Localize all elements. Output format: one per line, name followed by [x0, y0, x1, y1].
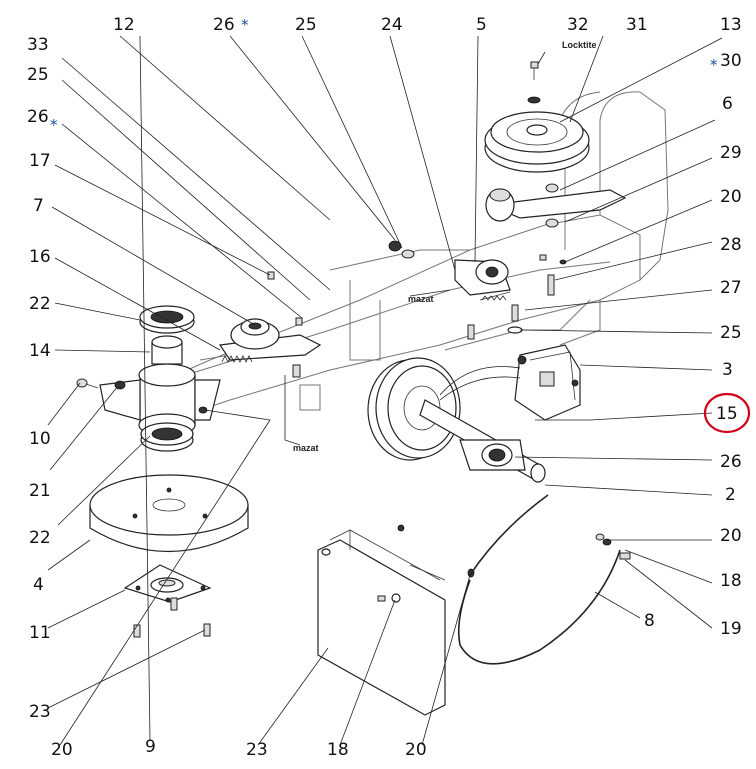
callout-15: 15 — [716, 404, 738, 424]
tensioner-5 — [454, 259, 511, 301]
flange-11 — [123, 564, 212, 603]
bolt-10 — [76, 378, 208, 414]
asterisk-26-left: * — [50, 116, 58, 134]
callout-labels: 12 26 * 25 24 5 32 Locktite 31 13 33 * 3… — [27, 15, 751, 760]
spindle-housing-14 — [99, 363, 221, 437]
small-parts-20-28-27 — [467, 254, 567, 340]
callout-30: 30 — [720, 51, 742, 71]
asterisk-26-top: * — [241, 16, 249, 34]
cover-plate-9 — [317, 524, 475, 716]
callout-31: 31 — [626, 15, 648, 35]
idler-arm-16 — [218, 271, 322, 378]
callout-26-left: 26 — [27, 107, 49, 127]
callout-6: 6 — [722, 94, 733, 114]
callout-18-bot: 18 — [327, 740, 349, 760]
bolts-23 — [133, 597, 211, 638]
callout-33: 33 — [27, 35, 49, 55]
callout-16: 16 — [29, 247, 51, 267]
callout-8: 8 — [644, 611, 655, 631]
callout-22-low: 22 — [29, 528, 51, 548]
callout-11: 11 — [29, 623, 51, 643]
bearing-block-26 — [459, 439, 526, 471]
bolt-32 — [527, 61, 541, 104]
callout-18-right: 18 — [720, 571, 742, 591]
note-mazat-bottom: mazat — [293, 443, 319, 453]
callout-17: 17 — [29, 151, 51, 171]
blade-pulley-4 — [89, 474, 249, 553]
callout-23-bot: 23 — [246, 740, 268, 760]
callout-4: 4 — [33, 575, 44, 595]
callout-7: 7 — [33, 196, 44, 216]
callout-27: 27 — [720, 278, 742, 298]
callout-9: 9 — [145, 737, 156, 757]
note-mazat-top: mazat — [408, 294, 434, 304]
transmission-3 — [439, 344, 581, 421]
callout-20-r1: 20 — [720, 187, 742, 207]
callout-25-right: 25 — [720, 323, 742, 343]
nuts-24-25 — [388, 240, 415, 259]
asterisk-30: * — [710, 56, 718, 74]
note-locktite: Locktite — [562, 40, 597, 50]
callout-29: 29 — [720, 143, 742, 163]
callout-21: 21 — [29, 481, 51, 501]
drive-pulley — [367, 357, 461, 461]
callout-28: 28 — [720, 235, 742, 255]
callout-25-left: 25 — [27, 65, 49, 85]
callout-20-r2: 20 — [720, 526, 742, 546]
callout-2: 2 — [725, 485, 736, 505]
callout-10: 10 — [29, 429, 51, 449]
callout-14: 14 — [29, 341, 51, 361]
callout-23-left: 23 — [29, 702, 51, 722]
control-cable-8 — [457, 494, 631, 665]
callout-13: 13 — [720, 15, 742, 35]
callout-5: 5 — [476, 15, 487, 35]
callout-19: 19 — [720, 619, 742, 639]
highlight-ring-15 — [703, 392, 751, 434]
lower-bearing-22 — [140, 422, 194, 452]
callout-26-right: 26 — [720, 452, 742, 472]
callout-3: 3 — [722, 360, 733, 380]
leader-lines — [47, 35, 723, 746]
callout-25-top: 25 — [295, 15, 317, 35]
idler-bracket-6 — [485, 183, 627, 228]
bushing-and-bearing — [139, 305, 195, 365]
callout-20-bot-left: 20 — [51, 740, 73, 760]
callout-22-top: 22 — [29, 294, 51, 314]
callout-12: 12 — [113, 15, 135, 35]
upper-pulley-31 — [484, 111, 590, 173]
callout-24: 24 — [381, 15, 403, 35]
callout-20-bot: 20 — [405, 740, 427, 760]
callout-32: 32 — [567, 15, 589, 35]
callout-26-top: 26 — [213, 15, 235, 35]
